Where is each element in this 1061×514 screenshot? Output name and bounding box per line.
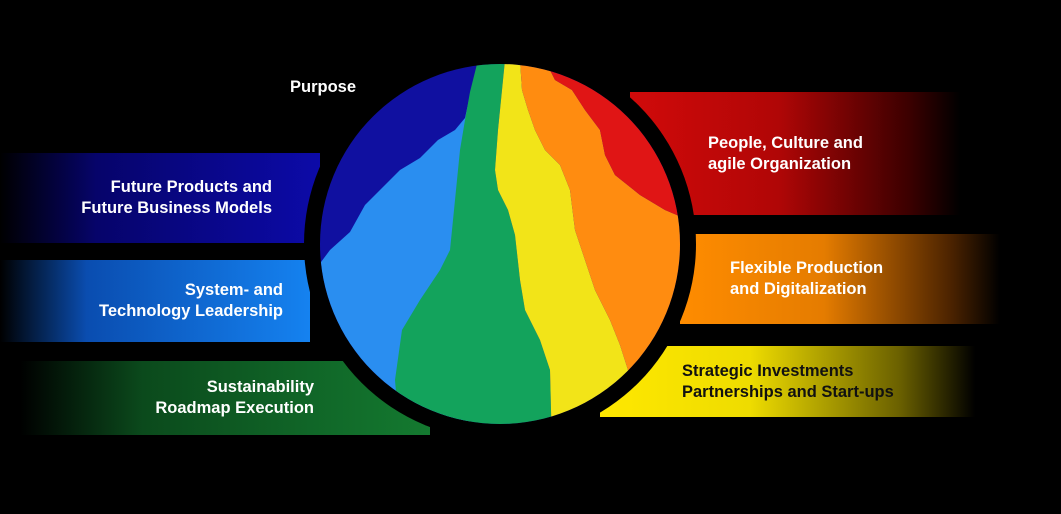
purpose-label: Purpose <box>290 78 357 96</box>
band-strategic-investments: Strategic Investments Partnerships and S… <box>600 346 975 417</box>
label-strategic-investments: Strategic Investments Partnerships and S… <box>682 361 894 401</box>
label-sustainability: Sustainability Roadmap Execution <box>155 378 314 417</box>
label-future-products: Future Products and Future Business Mode… <box>81 178 272 217</box>
label-people-culture: People, Culture and agile Organization <box>708 133 863 173</box>
segment-yellow <box>495 64 640 424</box>
band-future-products: Future Products and Future Business Mode… <box>0 153 320 243</box>
band-people-culture: People, Culture and agile Organization <box>630 92 960 215</box>
label-flexible-production: Flexible Production and Digitalization <box>730 259 884 298</box>
label-technology-leadership: System- and Technology Leadership <box>99 281 283 320</box>
segment-green <box>395 64 552 424</box>
band-technology-leadership: System- and Technology Leadership <box>0 260 310 342</box>
band-flexible-production: Flexible Production and Digitalization <box>680 234 1000 324</box>
